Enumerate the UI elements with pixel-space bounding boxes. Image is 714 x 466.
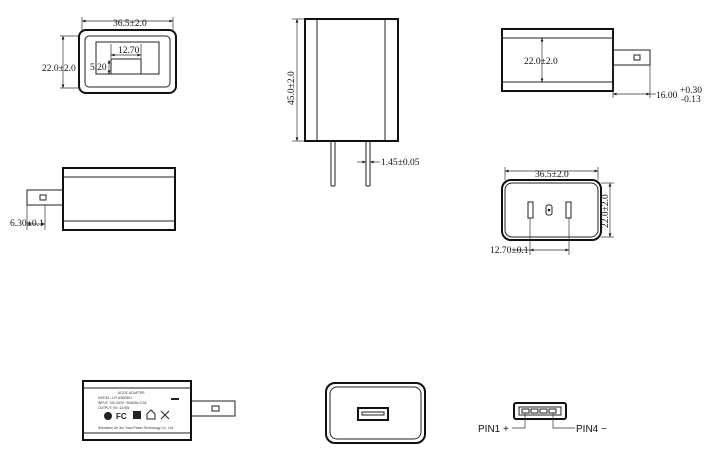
pin1-sign: + (503, 424, 509, 435)
label-line-2: MODEL: JJY-USB0501 (98, 396, 132, 400)
plug-width-dim: 36.5±2.0 (535, 170, 569, 180)
plug-pitch-dim: 12.70±0.1 (490, 246, 529, 256)
rear-pin-spacing-dim: 12.70 (118, 46, 140, 56)
weee-bin-icon (160, 410, 170, 420)
side-view-left: 6.30±0.1 (10, 167, 176, 231)
side-height-dim: 22.0±2.0 (524, 57, 558, 67)
house-mark-icon (146, 409, 156, 420)
front-view: 45.0±2.0 1.45±0.05 (287, 18, 420, 187)
label-line-3: INPUT: 100-240V~ 50/60Hz 0.2A (98, 401, 147, 405)
side-view: 22.0±2.0 16.00 +0.30 -0.13 (501, 28, 702, 105)
blade-thickness-dim: 1.45±0.05 (381, 158, 420, 168)
usb-pinout: PIN1 + PIN4 − (478, 402, 607, 435)
blade-length-lower-tol: -0.13 (681, 95, 701, 105)
rear-view: 36.5±2.0 22.0±2.0 12.70 5.20 (42, 17, 177, 94)
blade-length-dim: 16.00 (656, 91, 678, 101)
label-line-1: AC/DC ADAPTER (118, 391, 145, 395)
ul-mark-icon (104, 412, 112, 420)
label-view: AC/DC ADAPTER MODEL: JJY-USB0501 INPUT: … (82, 380, 236, 441)
front-height-dim: 45.0±2.0 (287, 71, 297, 105)
blade-offset-dim: 6.30±0.1 (10, 219, 44, 229)
plug-height-dim: 22.0±2.0 (601, 194, 611, 228)
rear-height-dim: 22.0±2.0 (42, 64, 76, 74)
rear-pin-offset-dim: 5.20 (90, 63, 107, 73)
pin1-label: PIN1 (478, 424, 501, 435)
pin4-label: PIN4 (576, 424, 599, 435)
pin4-sign: − (601, 424, 607, 435)
usb-port-view (325, 382, 426, 444)
rear-width-dim: 36.5±2.0 (113, 19, 147, 29)
blade-length-upper-tol: +0.30 (680, 86, 702, 96)
fcc-mark-icon: FC (116, 412, 127, 421)
plug-face-view: 36.5±2.0 22.0±2.0 12.70±0.1 (490, 167, 614, 256)
label-line-4: OUTPUT: 5V⎓1A 5W (98, 406, 130, 410)
label-line-5: Shenzhen Jin Jun Yuan Power Technology C… (98, 426, 174, 430)
cert-mark-icon (133, 411, 141, 419)
usb-port-icon (357, 407, 389, 421)
